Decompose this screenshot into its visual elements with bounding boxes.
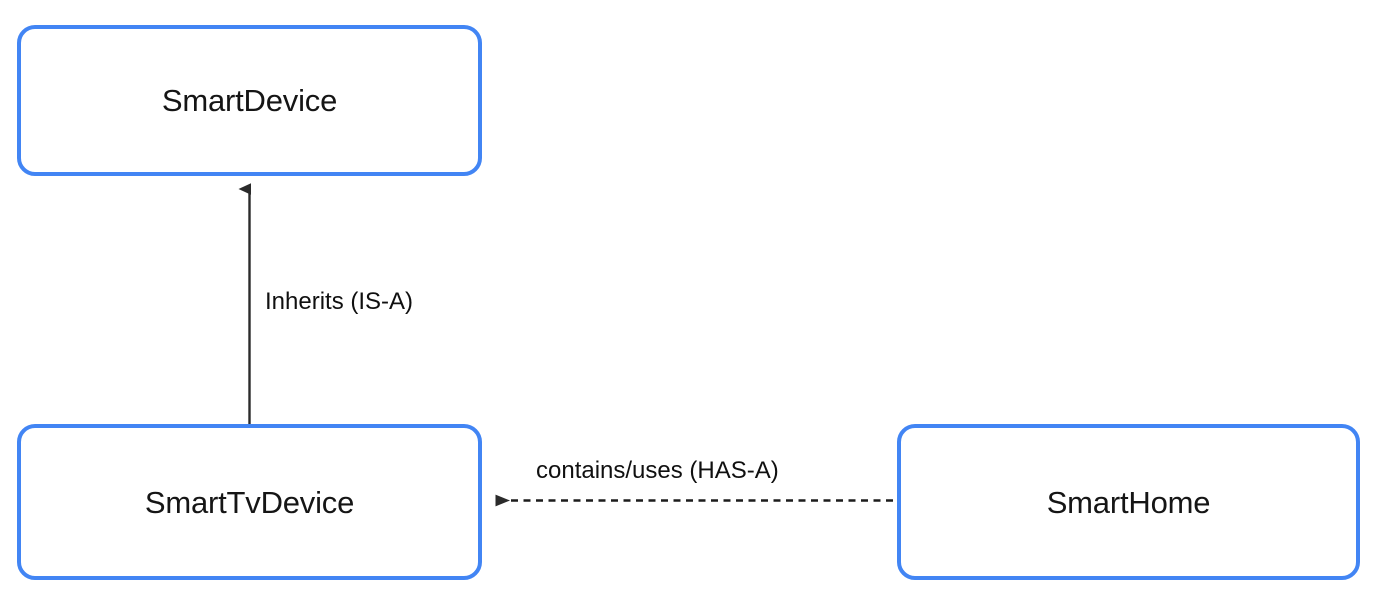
node-smarttvdevice-label: SmartTvDevice [144, 484, 355, 520]
node-smarthome-label: SmartHome [1046, 484, 1211, 520]
node-smartdevice-label: SmartDevice [161, 83, 338, 118]
edge-label-inherits: Inherits (IS-A) [265, 288, 414, 315]
node-smartdevice[interactable]: SmartDevice [17, 25, 482, 176]
node-smarttvdevice[interactable]: SmartTvDevice [17, 424, 482, 580]
node-smarthome[interactable]: SmartHome [897, 424, 1360, 580]
edge-label-contains: contains/uses (HAS-A) [536, 457, 779, 484]
